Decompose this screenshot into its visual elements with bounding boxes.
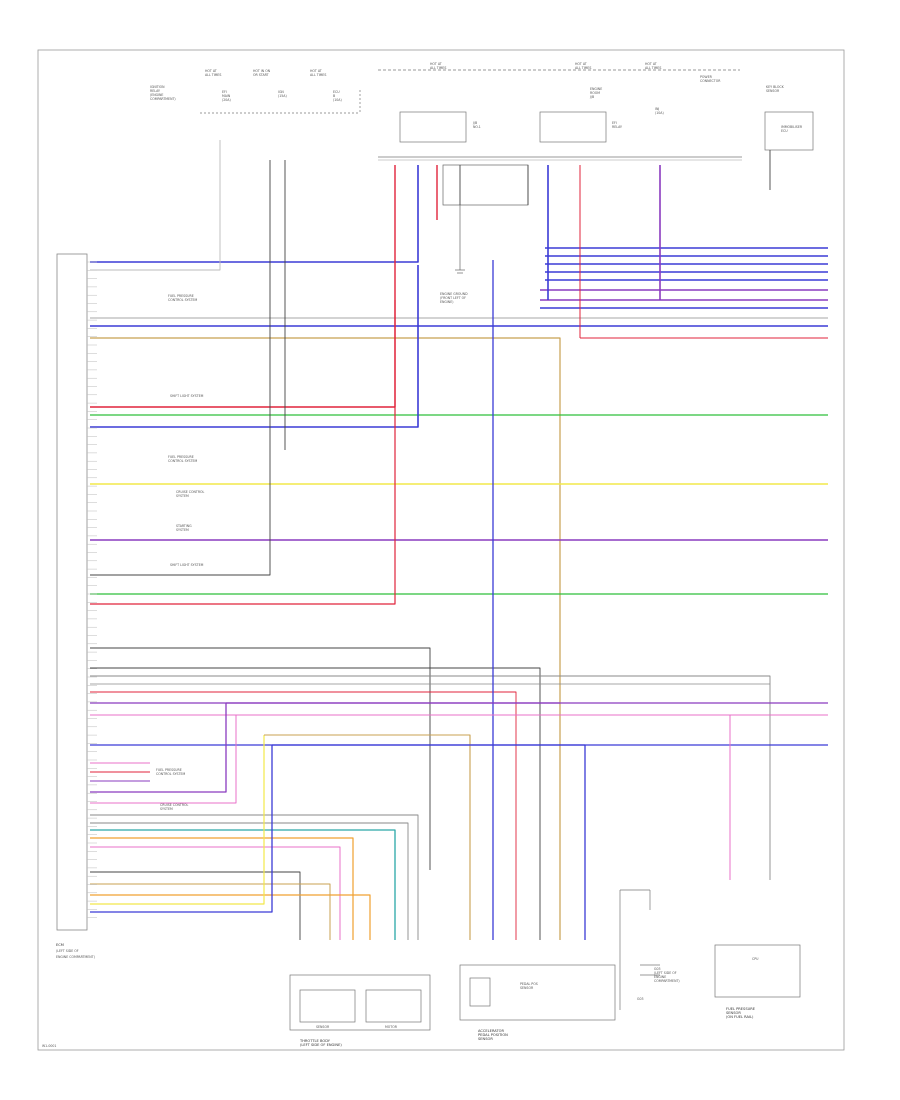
bottom-labels: THROTTLE BODY(LEFT SIDE OF ENGINE) SENSO… [299, 957, 759, 1047]
fuse-2-label: IGN(15A) [278, 90, 287, 98]
wire-12 [90, 300, 396, 605]
ecm-label-1: ECM [56, 943, 64, 947]
pressure-sensor-box [714, 944, 801, 998]
wire-46 [90, 829, 396, 940]
wire-53 [90, 745, 273, 913]
wire-15 [90, 675, 771, 880]
wire-51 [90, 894, 371, 940]
diagram-frame [37, 49, 845, 1051]
ecm-pin-ticks [87, 261, 97, 918]
wire-44 [90, 814, 419, 940]
wire-50 [90, 883, 331, 940]
wire-45 [90, 822, 409, 940]
bottom-components [289, 889, 801, 1031]
side-note-6: SHIFT LIGHT SYSTEM [170, 563, 204, 567]
throttle-body-box [289, 974, 431, 1031]
wire-14 [90, 667, 541, 940]
throttle-sensor-b-label: MOTOR [385, 1025, 398, 1029]
wire-57 [236, 714, 731, 880]
wire-6 [90, 265, 419, 428]
throttle-body-label: THROTTLE BODY(LEFT SIDE OF ENGINE) [299, 1039, 342, 1047]
wire-49 [90, 871, 301, 940]
throttle-sensor-a-label: SENSOR [316, 1025, 330, 1029]
wire-13 [90, 647, 431, 870]
wire-10 [90, 160, 271, 576]
wire-43 [90, 715, 237, 804]
wire-54 [264, 734, 471, 940]
fuse-4-label: INJ(10A) [655, 107, 664, 115]
wire-0 [90, 165, 419, 263]
top-power-section [200, 69, 814, 274]
side-note-2: SHIFT LIGHT SYSTEM [170, 394, 204, 398]
ecm-connector-block [56, 253, 88, 931]
wire-1 [90, 140, 221, 271]
wire-55 [272, 744, 586, 940]
wire-7 [90, 165, 396, 408]
ground-label: G03 [637, 997, 644, 1001]
wire-48 [90, 846, 341, 940]
accel-pedal-box [459, 964, 616, 1021]
ecm-label-2: (LEFT SIDE OF [56, 949, 79, 953]
pressure-box-label: CPU [752, 957, 759, 961]
ecm-label-3: ENGINE COMPARTMENT) [56, 955, 95, 959]
wire-42 [90, 703, 227, 793]
footer-code: W1-0001 [42, 1044, 56, 1048]
wire-17 [90, 691, 517, 940]
wire-52 [90, 735, 265, 905]
wire-layer [90, 140, 828, 940]
wire-47 [90, 837, 354, 940]
wire-4 [90, 337, 561, 940]
